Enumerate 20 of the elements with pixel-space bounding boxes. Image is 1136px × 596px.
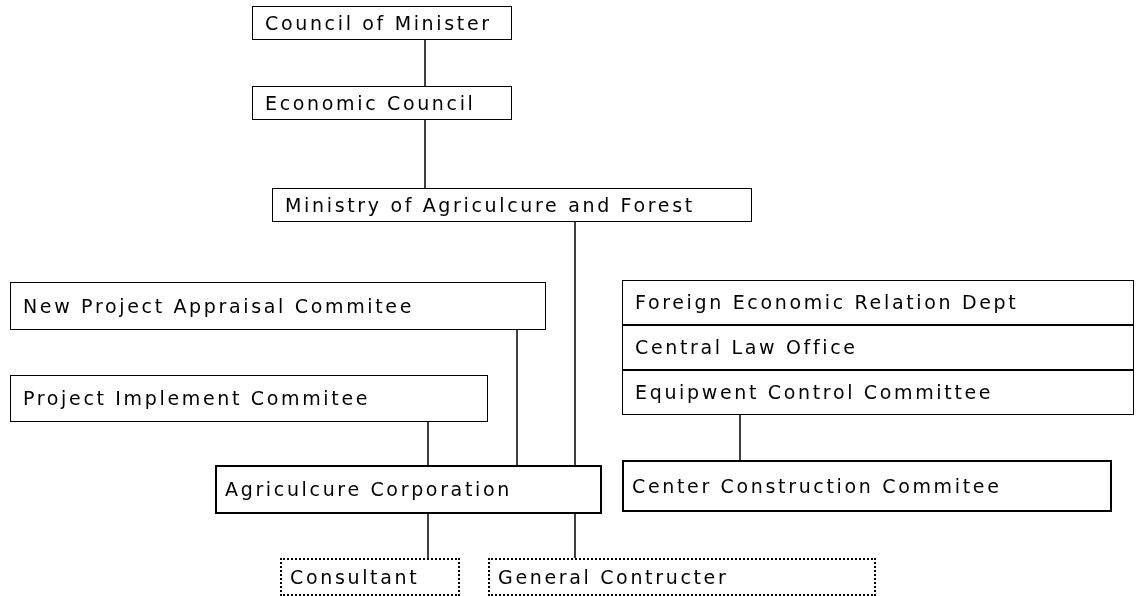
- connector-line: [574, 221, 576, 466]
- connector-line: [424, 119, 426, 189]
- org-box: Council of Minister: [252, 6, 512, 40]
- connector-line: [427, 421, 429, 466]
- org-box: Economic Council: [252, 86, 512, 120]
- connector-line: [427, 513, 429, 559]
- org-box: General Contructer: [488, 558, 876, 596]
- org-box: New Project Appraisal Commitee: [10, 282, 546, 330]
- org-box: Center Construction Commitee: [622, 460, 1112, 512]
- connector-line: [739, 414, 741, 461]
- org-box: Foreign Economic Relation Dept: [622, 280, 1134, 325]
- connector-line: [574, 513, 576, 559]
- org-box: Ministry of Agriculcure and Forest: [272, 188, 752, 222]
- org-box: Equipwent Control Committee: [622, 370, 1134, 415]
- org-box: Agriculcure Corporation: [215, 465, 602, 514]
- org-box: Project Implement Commitee: [10, 375, 488, 422]
- org-box: Consultant: [280, 558, 460, 596]
- connector-line: [424, 39, 426, 87]
- org-box: Central Law Office: [622, 325, 1134, 370]
- connector-line: [516, 329, 518, 466]
